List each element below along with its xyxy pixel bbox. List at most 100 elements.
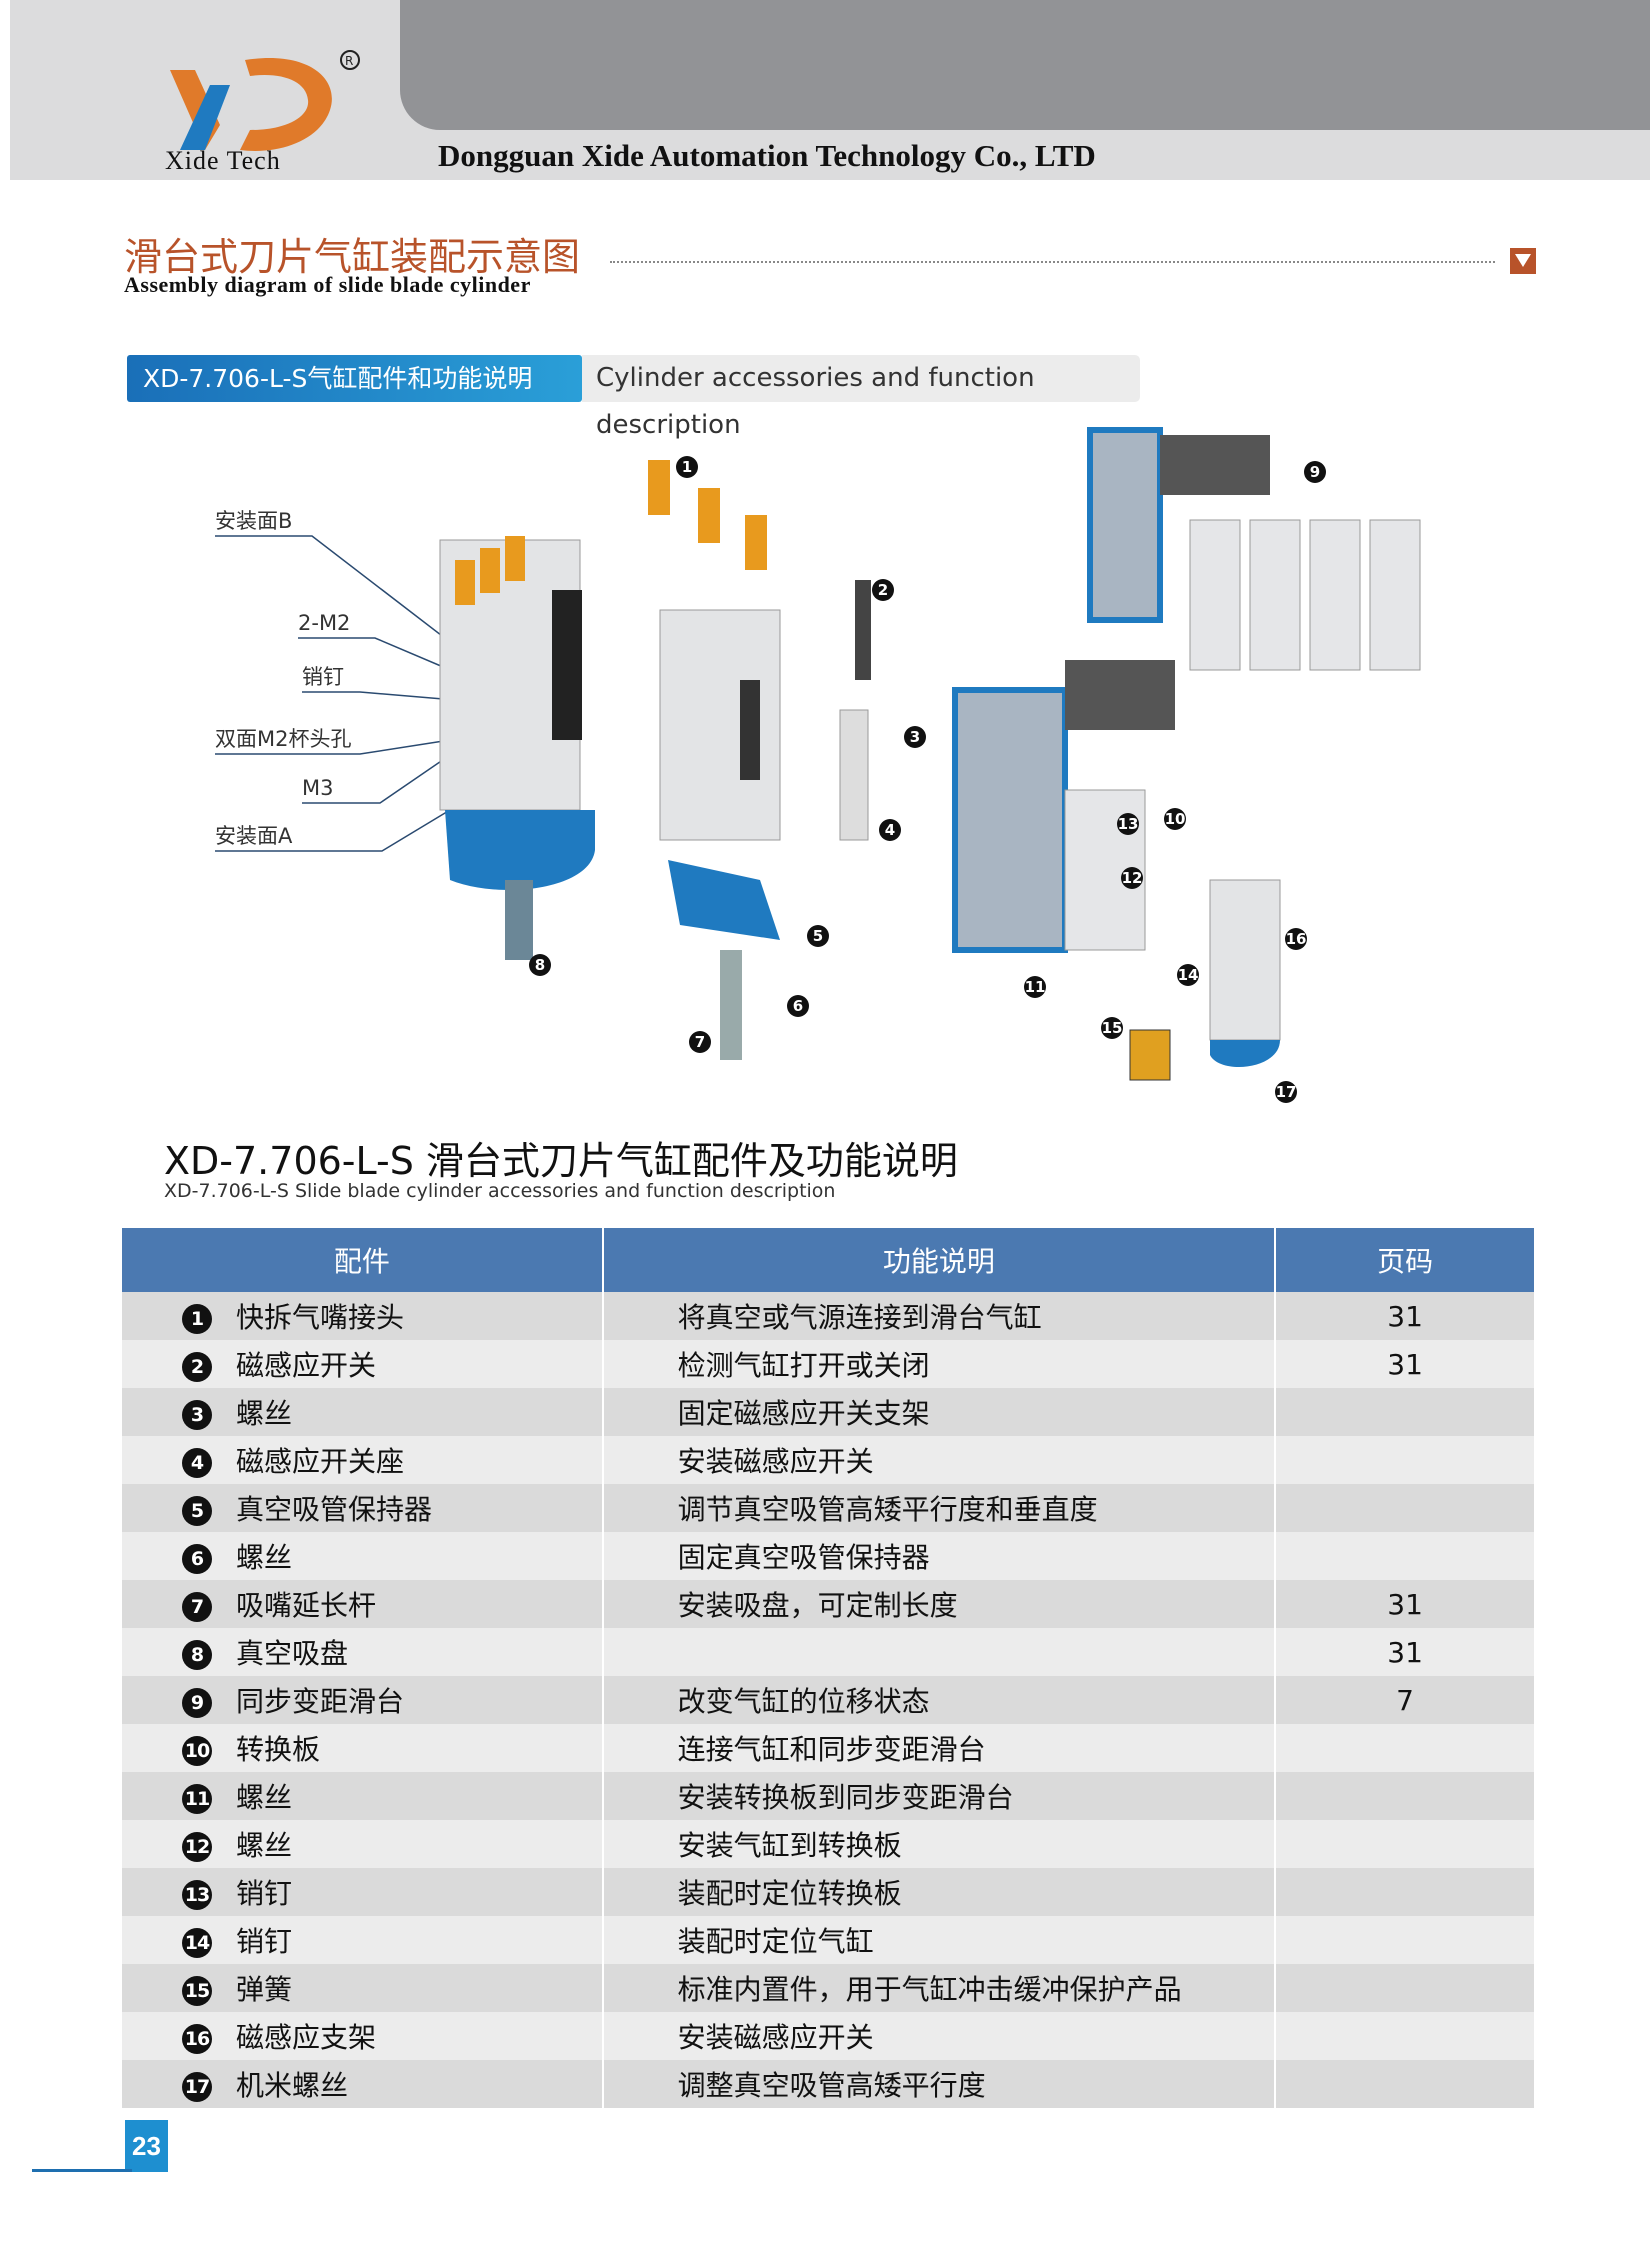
dotted-divider <box>610 261 1495 263</box>
section-title: 滑台式刀片气缸装配示意图 <box>124 235 581 279</box>
model-tab: XD-7.706-L-S气缸配件和功能说明 <box>127 355 582 402</box>
page-cell: 31 <box>1275 1580 1536 1628</box>
item-number-badge: 15 <box>182 1976 212 2006</box>
function-cell: 固定磁感应开关支架 <box>602 1388 1277 1436</box>
part-name: 螺丝 <box>236 1541 293 1574</box>
part-name: 螺丝 <box>236 1781 293 1814</box>
part-name: 同步变距滑台 <box>236 1685 405 1718</box>
part-name: 真空吸管保持器 <box>236 1493 433 1526</box>
callout-label: 安装面B <box>215 509 292 533</box>
part-cell: 17 机米螺丝 <box>122 2060 604 2108</box>
marker-7: 7 <box>689 1031 711 1053</box>
page-cell <box>1275 2012 1536 2060</box>
marker-6: 6 <box>787 995 809 1017</box>
assembly-diagram: 安装面B 2-M2 销钉 双面M2杯头孔 M3 安装面A 1 2 3 4 5 6… <box>215 427 1421 1103</box>
function-cell: 安装磁感应开关 <box>602 1436 1277 1484</box>
item-number-badge: 9 <box>182 1688 212 1718</box>
logo-text: Xide Tech <box>165 146 281 175</box>
part-name: 吸嘴延长杆 <box>236 1589 377 1622</box>
item-number-badge: 12 <box>182 1832 212 1862</box>
page-cell: 31 <box>1275 1292 1536 1340</box>
part-cell: 9 同步变距滑台 <box>122 1676 604 1724</box>
page-cell: 7 <box>1275 1676 1536 1724</box>
table-row: 4 磁感应开关座 安装磁感应开关 <box>122 1436 1536 1484</box>
function-cell: 装配时定位气缸 <box>602 1916 1277 1964</box>
page-cell <box>1275 1484 1536 1532</box>
item-number-badge: 6 <box>182 1544 212 1574</box>
function-cell: 装配时定位转换板 <box>602 1868 1277 1916</box>
marker-17: 17 <box>1275 1081 1297 1103</box>
part-cell: 15 弹簧 <box>122 1964 604 2012</box>
page-cell <box>1275 1436 1536 1484</box>
xd-logo: R <box>170 50 360 151</box>
svg-text:7: 7 <box>695 1033 705 1051</box>
svg-text:1: 1 <box>682 458 692 476</box>
part-name: 转换板 <box>236 1733 321 1766</box>
marker-9: 9 <box>1304 461 1326 483</box>
svg-text:11: 11 <box>1025 978 1046 996</box>
page-cell: 31 <box>1275 1340 1536 1388</box>
item-number-badge: 1 <box>182 1304 212 1334</box>
marker-11: 11 <box>1024 976 1046 998</box>
page-cell <box>1275 1868 1536 1916</box>
function-cell: 安装吸盘，可定制长度 <box>602 1580 1277 1628</box>
part-name: 磁感应开关座 <box>236 1445 405 1478</box>
part-name: 快拆气嘴接头 <box>236 1301 405 1334</box>
item-number-badge: 3 <box>182 1400 212 1430</box>
function-cell: 改变气缸的位移状态 <box>602 1676 1277 1724</box>
item-number-badge: 14 <box>182 1928 212 1958</box>
function-cell: 调节真空吸管高矮平行度和垂直度 <box>602 1484 1277 1532</box>
part-cell: 6 螺丝 <box>122 1532 604 1580</box>
table-subtitle: XD-7.706-L-S Slide blade cylinder access… <box>164 1180 836 1202</box>
part-markers: 1 2 3 4 5 6 7 8 9 10 11 12 13 14 15 16 1… <box>529 456 1326 1103</box>
column-header-function: 功能说明 <box>602 1228 1277 1292</box>
part-name: 磁感应开关 <box>236 1349 377 1382</box>
marker-8: 8 <box>529 954 551 976</box>
item-number-badge: 4 <box>182 1448 212 1478</box>
marker-12: 12 <box>1121 867 1143 889</box>
part-cell: 4 磁感应开关座 <box>122 1436 604 1484</box>
item-number-badge: 17 <box>182 2072 212 2102</box>
part-cell: 1 快拆气嘴接头 <box>122 1292 604 1340</box>
marker-13: 13 <box>1117 813 1139 835</box>
callout-label: 双面M2杯头孔 <box>215 727 351 751</box>
part-name: 弹簧 <box>236 1973 293 2006</box>
page-cell <box>1275 1772 1536 1820</box>
description-tab: Cylinder accessories and function descri… <box>582 355 1140 440</box>
marker-14: 14 <box>1177 964 1199 986</box>
svg-text:5: 5 <box>813 927 823 945</box>
page-cell <box>1275 1964 1536 2012</box>
svg-text:3: 3 <box>910 728 920 746</box>
callout-label: 销钉 <box>302 665 344 689</box>
company-name: Dongguan Xide Automation Technology Co.,… <box>438 138 1096 173</box>
part-name: 机米螺丝 <box>236 2069 349 2102</box>
svg-text:15: 15 <box>1102 1019 1123 1037</box>
column-header-page: 页码 <box>1275 1228 1536 1292</box>
item-number-badge: 8 <box>182 1640 212 1670</box>
callout-label: 2-M2 <box>298 611 350 635</box>
page-cell <box>1275 1820 1536 1868</box>
function-cell: 安装气缸到转换板 <box>602 1820 1277 1868</box>
function-cell: 连接气缸和同步变距滑台 <box>602 1724 1277 1772</box>
